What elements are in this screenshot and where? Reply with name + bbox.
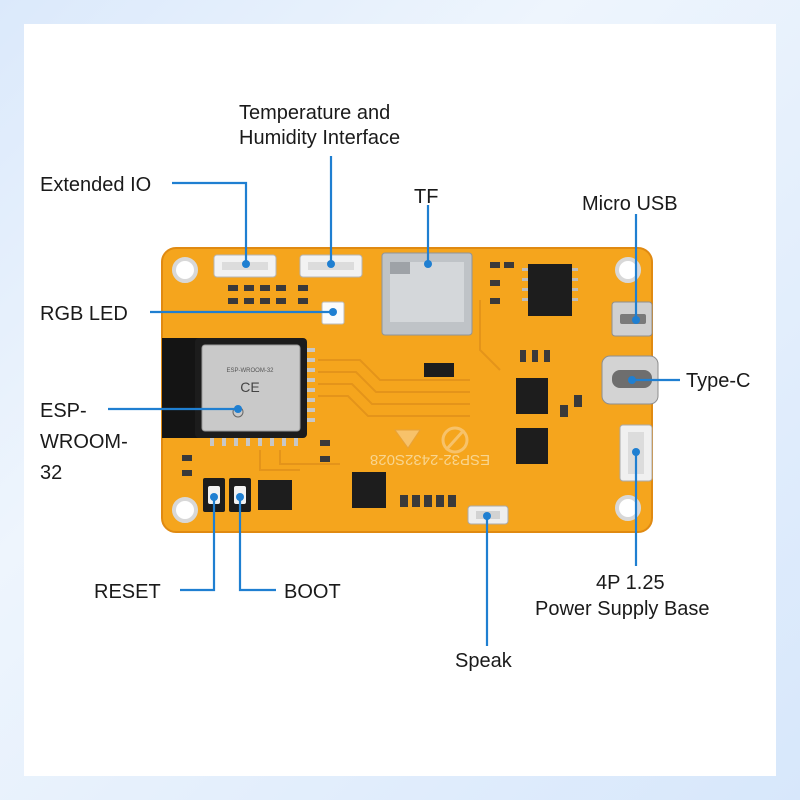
label-temperature-humidity-line1: Temperature and	[239, 102, 391, 124]
label-power-line2: Power Supply Base	[535, 598, 710, 620]
label-esp-line3: 32	[40, 462, 63, 484]
label-rgb-led: RGB LED	[40, 303, 128, 325]
silkscreen-logos	[394, 426, 469, 454]
label-power-line1: 4P 1.25	[596, 572, 665, 594]
chips	[258, 264, 572, 510]
model-silkscreen-text: ESP32-2432S028	[370, 451, 490, 468]
esp-module: ESP-WROOM-32 CE	[195, 338, 315, 446]
label-esp-line1: ESP-	[40, 400, 87, 422]
module-silk-text: ESP-WROOM-32	[226, 368, 274, 374]
label-tf: TF	[414, 186, 439, 208]
callout-dots	[210, 260, 640, 520]
tf-card-slot	[381, 252, 473, 336]
label-boot: BOOT	[284, 581, 341, 603]
label-extended-io: Extended IO	[40, 174, 152, 196]
label-temperature-humidity-line2: Humidity Interface	[239, 127, 401, 149]
callout-lines	[108, 156, 680, 646]
label-speak: Speak	[455, 650, 512, 672]
micro-usb-port	[611, 301, 653, 337]
mounting-holes	[172, 257, 641, 523]
svg-text:CE: CE	[240, 379, 259, 395]
label-esp-line2: WROOM-	[40, 431, 128, 453]
label-reset: RESET	[94, 581, 161, 603]
label-type-c: Type-C	[686, 370, 751, 392]
label-micro-usb: Micro USB	[582, 193, 678, 215]
pcb-traces	[259, 300, 501, 471]
passive-components	[182, 262, 582, 507]
